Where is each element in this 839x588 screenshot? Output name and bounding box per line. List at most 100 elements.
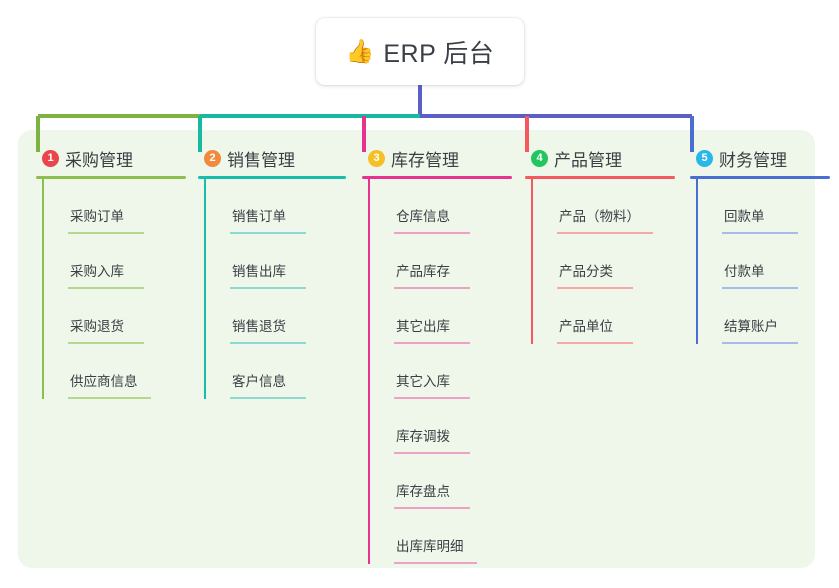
branch-title: 财务管理: [719, 150, 787, 170]
branch-underline: [690, 176, 830, 179]
leaf-node[interactable]: 产品分类: [557, 234, 675, 289]
leaf-underline: [68, 232, 144, 234]
root-label: ERP 后台: [383, 39, 495, 68]
leaf-underline: [230, 342, 306, 344]
branch-title: 库存管理: [391, 150, 459, 170]
branch-spine: [696, 179, 698, 344]
leaf-label: 供应商信息: [70, 374, 138, 389]
branch-header-1[interactable]: 1 采购管理: [36, 145, 186, 171]
leaf-underline: [557, 342, 633, 344]
branch-underline: [362, 176, 512, 179]
branch-column-2: 2 销售管理销售订单销售出库销售退货客户信息: [198, 145, 346, 399]
leaf-label: 其它入库: [396, 374, 450, 389]
leaf-node[interactable]: 销售订单: [230, 179, 346, 234]
branch-column-1: 1 采购管理采购订单采购入库采购退货供应商信息: [36, 145, 186, 399]
leaf-underline: [68, 287, 144, 289]
leaf-label: 产品库存: [396, 264, 450, 279]
leaf-label: 销售出库: [232, 264, 286, 279]
leaf-node[interactable]: 付款单: [722, 234, 830, 289]
branch-header-2[interactable]: 2 销售管理: [198, 145, 346, 171]
leaf-underline: [557, 232, 653, 234]
leaf-node[interactable]: 产品库存: [394, 234, 512, 289]
leaf-label: 采购订单: [70, 209, 124, 224]
leaf-underline: [230, 397, 306, 399]
leaf-node[interactable]: 库存调拨: [394, 399, 512, 454]
leaf-label: 产品分类: [559, 264, 613, 279]
leaf-node[interactable]: 其它入库: [394, 344, 512, 399]
diagram-panel: [18, 130, 815, 568]
leaf-node[interactable]: 采购入库: [68, 234, 186, 289]
branch-spine: [531, 179, 533, 344]
leaf-node[interactable]: 仓库信息: [394, 179, 512, 234]
branch-spine: [368, 179, 370, 564]
leaf-label: 出库库明细: [396, 539, 464, 554]
branch-column-5: 5 财务管理回款单付款单结算账户: [690, 145, 830, 344]
leaf-underline: [722, 232, 798, 234]
leaf-label: 销售订单: [232, 209, 286, 224]
leaf-node[interactable]: 销售出库: [230, 234, 346, 289]
leaf-label: 产品单位: [559, 319, 613, 334]
branch-number-badge: 5: [696, 149, 713, 167]
branch-spine: [204, 179, 206, 399]
leaf-underline: [230, 287, 306, 289]
leaf-label: 付款单: [724, 264, 765, 279]
leaf-label: 库存盘点: [396, 484, 450, 499]
branch-children: 产品（物料） 产品分类产品单位: [525, 179, 675, 344]
leaf-underline: [394, 232, 470, 234]
leaf-node[interactable]: 客户信息: [230, 344, 346, 399]
branch-column-4: 4 产品管理产品（物料） 产品分类产品单位: [525, 145, 675, 344]
leaf-label: 库存调拨: [396, 429, 450, 444]
leaf-label: 销售退货: [232, 319, 286, 334]
branch-children: 销售订单销售出库销售退货客户信息: [198, 179, 346, 399]
branch-underline: [198, 176, 346, 179]
leaf-node[interactable]: 其它出库: [394, 289, 512, 344]
branch-column-3: 3 库存管理仓库信息产品库存其它出库其它入库库存调拨库存盘点出库库明细: [362, 145, 512, 564]
leaf-underline: [722, 342, 798, 344]
leaf-node[interactable]: 采购退货: [68, 289, 186, 344]
thumbs-up-icon: 👍: [345, 38, 375, 64]
leaf-label: 回款单: [724, 209, 765, 224]
leaf-node[interactable]: 出库库明细: [394, 509, 512, 564]
leaf-node[interactable]: 产品单位: [557, 289, 675, 344]
branch-number-badge: 4: [531, 149, 548, 167]
leaf-label: 结算账户: [724, 319, 778, 334]
branch-header-3[interactable]: 3 库存管理: [362, 145, 512, 171]
branch-children: 回款单付款单结算账户: [690, 179, 830, 344]
leaf-underline: [722, 287, 798, 289]
leaf-node[interactable]: 销售退货: [230, 289, 346, 344]
leaf-underline: [68, 397, 151, 399]
leaf-underline: [394, 562, 477, 564]
leaf-node[interactable]: 回款单: [722, 179, 830, 234]
leaf-underline: [394, 452, 470, 454]
leaf-label: 采购退货: [70, 319, 124, 334]
leaf-underline: [394, 287, 470, 289]
root-node[interactable]: 👍 ERP 后台: [316, 18, 524, 85]
branch-underline: [525, 176, 675, 179]
leaf-label: 仓库信息: [396, 209, 450, 224]
leaf-underline: [68, 342, 144, 344]
branch-number-badge: 2: [204, 149, 221, 167]
branch-header-4[interactable]: 4 产品管理: [525, 145, 675, 171]
branch-number-badge: 1: [42, 149, 59, 167]
leaf-label: 客户信息: [232, 374, 286, 389]
leaf-underline: [557, 287, 633, 289]
branch-number-badge: 3: [368, 149, 385, 167]
leaf-node[interactable]: 产品（物料）: [557, 179, 675, 234]
leaf-node[interactable]: 库存盘点: [394, 454, 512, 509]
leaf-node[interactable]: 采购订单: [68, 179, 186, 234]
branch-title: 采购管理: [65, 150, 133, 170]
branch-title: 产品管理: [554, 150, 622, 170]
branch-header-5[interactable]: 5 财务管理: [690, 145, 830, 171]
branch-spine: [42, 179, 44, 399]
leaf-underline: [394, 397, 470, 399]
branch-underline: [36, 176, 186, 179]
branch-children: 仓库信息产品库存其它出库其它入库库存调拨库存盘点出库库明细: [362, 179, 512, 564]
leaf-underline: [230, 232, 306, 234]
branch-children: 采购订单采购入库采购退货供应商信息: [36, 179, 186, 399]
leaf-node[interactable]: 结算账户: [722, 289, 830, 344]
branch-title: 销售管理: [227, 150, 295, 170]
leaf-node[interactable]: 供应商信息: [68, 344, 186, 399]
leaf-label: 产品（物料）: [559, 209, 640, 224]
leaf-label: 其它出库: [396, 319, 450, 334]
